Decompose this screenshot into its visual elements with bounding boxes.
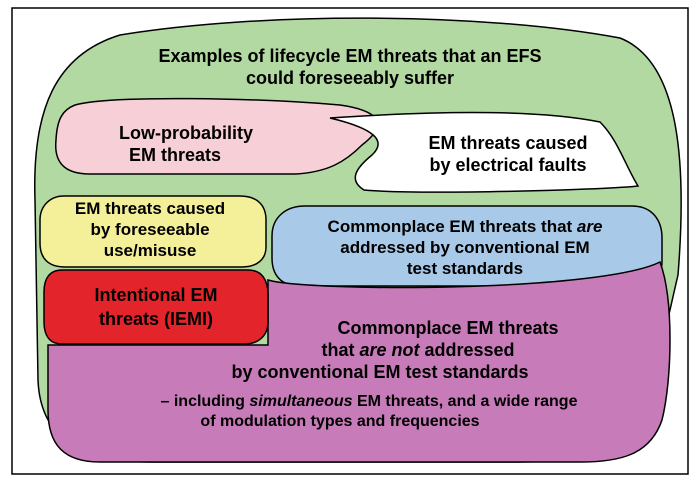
low-probability-region [54, 97, 379, 175]
outer-title-line2: could foreseeably suffer [246, 68, 454, 88]
not-addressed-line2-post: addressed [419, 340, 514, 360]
conventional-line1: Commonplace EM threats that are [328, 217, 603, 236]
not-addressed-line1: Commonplace EM threats [337, 318, 558, 338]
not-addressed-line2-emphasis: are not [359, 340, 420, 360]
not-addressed-line3: by conventional EM test standards [231, 362, 528, 382]
not-addressed-note-line2: of modulation types and frequencies [200, 413, 479, 430]
conventional-line3: test standards [407, 259, 523, 278]
foreseeable-use-line1: EM threats caused [75, 199, 225, 218]
foreseeable-use-line3: use/misuse [104, 241, 197, 260]
low-probability-line2: EM threats [129, 145, 221, 165]
outer-title-line1: Examples of lifecycle EM threats that an… [158, 46, 541, 66]
foreseeable-use-line2: by foreseeable [90, 220, 209, 239]
note-line1-post: EM threats, and a wide range [353, 393, 578, 410]
iemi-line2: threats (IEMI) [99, 309, 213, 329]
conventional-line2: addressed by conventional EM [340, 238, 589, 257]
conventional-line1-text: Commonplace EM threats that [328, 217, 577, 236]
iemi-line1: Intentional EM [95, 285, 218, 305]
foreseeable-use-region [39, 195, 267, 268]
not-addressed-line2-pre: that [321, 340, 359, 360]
not-addressed-region [47, 260, 671, 463]
iemi-region [43, 269, 269, 345]
note-line1-pre: – including [161, 393, 250, 410]
not-addressed-line2: that are not addressed [321, 340, 514, 360]
note-line1-emphasis: simultaneous [249, 393, 352, 410]
conventional-line1-emphasis: are [577, 217, 603, 236]
electrical-faults-region [329, 111, 640, 193]
not-addressed-note-line1: – including simultaneous EM threats, and… [161, 393, 578, 410]
electrical-faults-line1: EM threats caused [428, 133, 587, 153]
electrical-faults-line2: by electrical faults [429, 155, 586, 175]
low-probability-line1: Low-probability [119, 123, 253, 143]
